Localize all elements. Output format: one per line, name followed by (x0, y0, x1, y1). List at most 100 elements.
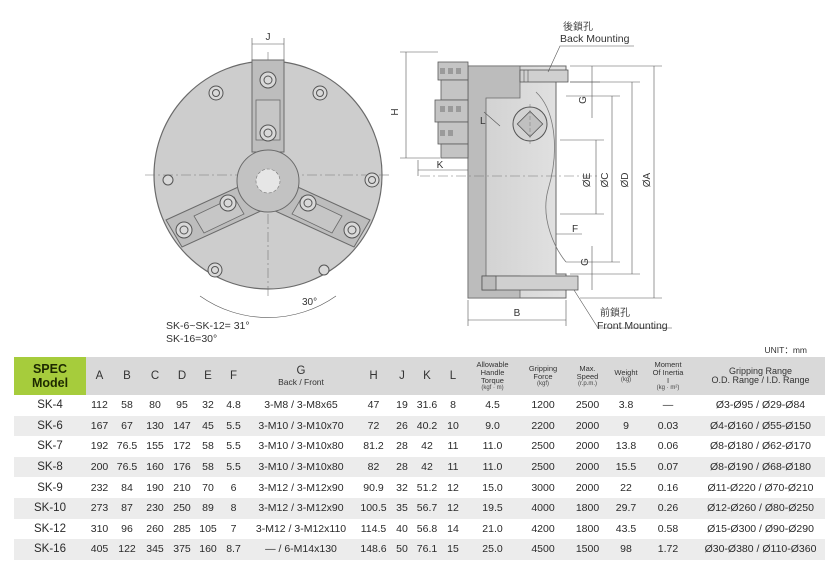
cell-g: 3-M12 / 3-M12x90 (246, 497, 356, 519)
cell-d: 210 (173, 481, 191, 494)
cell-g: 3-M10 / 3-M10x80 (246, 456, 356, 478)
cell-weight: 13.8 (615, 440, 637, 453)
cell-speed: 2000 (566, 415, 609, 437)
cell-range: Ø4-Ø160 / Ø55-Ø150 (693, 415, 825, 437)
cell-weight: 29.7 (609, 497, 643, 519)
cell-force: 2500 (520, 456, 566, 478)
cell-j: 32 (396, 481, 408, 494)
cell-j: 28 (391, 456, 413, 478)
cell-d: 95 (176, 399, 188, 412)
unit-label: UNIT：mm (764, 345, 808, 355)
cell-torque: 9.0 (465, 415, 520, 437)
cell-e: 89 (195, 497, 221, 519)
cell-k: 56.7 (413, 497, 441, 519)
front-mounting-label: Front Mounting (597, 320, 668, 332)
cell-h: 114.5 (360, 522, 387, 535)
dim-g-top: G (578, 96, 589, 104)
header-j: J (391, 357, 413, 395)
cell-f: 8 (221, 497, 246, 519)
cell-a: 232 (90, 481, 109, 494)
cell-range: Ø12-Ø260 / Ø80-Ø250 (693, 497, 825, 519)
cell-c: 345 (141, 539, 169, 560)
angle-note-2: SK-16=30° (166, 333, 218, 345)
cell-l: 11 (447, 440, 459, 453)
cell-force: 4500 (520, 539, 566, 560)
cell-k: 42 (421, 440, 433, 453)
table-row: SK-7 192 76.5 155 172 58 5.5 3-M10 / 3-M… (14, 436, 825, 457)
cell-h: 72 (356, 415, 391, 437)
cell-weight: 15.5 (609, 456, 643, 478)
table-row: SK-8 200 76.5 160 176 58 5.5 3-M10 / 3-M… (14, 456, 825, 478)
cell-b: 84 (121, 481, 133, 494)
cell-torque: 11.0 (482, 440, 503, 453)
cell-b: 67 (113, 415, 141, 437)
cell-k: 42 (413, 456, 441, 478)
header-b: B (113, 357, 141, 395)
cell-speed: 1800 (566, 497, 609, 519)
cell-a: 200 (86, 456, 113, 478)
dim-j: J (266, 32, 271, 43)
cell-inertia: 0.07 (643, 456, 693, 478)
cell-g: 3-M8 / 3-M8x65 (264, 399, 338, 412)
cell-weight: 22 (620, 481, 632, 494)
header-c: C (141, 357, 169, 395)
cell-j: 19 (396, 399, 408, 412)
cell-k: 51.2 (416, 481, 438, 494)
cell-inertia: 0.03 (643, 415, 693, 437)
table-row: SK-12 310 96 260 285 105 7 3-M12 / 3-M12… (14, 519, 825, 540)
cell-j: 50 (391, 539, 413, 560)
cell-c: 80 (149, 399, 161, 412)
cell-e: 45 (195, 415, 221, 437)
dim-f: F (572, 224, 578, 235)
cell-model: SK-8 (14, 456, 86, 478)
cell-e: 58 (202, 440, 214, 453)
dim-c: ØC (600, 173, 611, 188)
cell-c: 130 (141, 415, 169, 437)
cell-f: 5.5 (221, 456, 246, 478)
cell-a: 112 (91, 399, 108, 412)
cell-model: SK-10 (14, 497, 86, 519)
header-f: F (221, 357, 246, 395)
cell-model: SK-12 (34, 522, 66, 535)
cell-range: Ø11-Ø220 / Ø70-Ø210 (707, 481, 814, 494)
cell-model: SK-9 (37, 481, 63, 494)
cell-g: 3-M10 / 3-M10x80 (258, 440, 344, 453)
cell-weight: 43.5 (615, 522, 637, 535)
cell-b: 87 (113, 497, 141, 519)
cell-inertia: — (662, 399, 674, 412)
angle-note-1: SK-6~SK-12= 31° (166, 320, 250, 332)
cell-k: 40.2 (413, 415, 441, 437)
cell-range: Ø8-Ø190 / Ø68-Ø180 (693, 456, 825, 478)
cell-a: 310 (90, 522, 109, 535)
cell-h: 47 (367, 399, 380, 412)
cell-a: 405 (86, 539, 113, 560)
cell-f: 8.7 (221, 539, 246, 560)
dim-a: ØA (642, 172, 653, 187)
cell-b: 122 (113, 539, 141, 560)
cell-h: 148.6 (356, 539, 391, 560)
header-h: H (356, 357, 391, 395)
cell-speed: 2000 (566, 456, 609, 478)
cell-l: 10 (441, 415, 465, 437)
cell-inertia: 0.58 (657, 522, 679, 535)
cell-torque: 15.0 (482, 481, 503, 494)
cell-weight: 3.8 (618, 399, 634, 412)
cell-f: 5.5 (226, 440, 241, 453)
cell-j: 35 (391, 497, 413, 519)
cell-h: 90.9 (363, 481, 384, 494)
dim-e: ØE (582, 172, 593, 187)
cell-force: 2500 (531, 440, 555, 453)
cell-range: Ø30-Ø380 / Ø110-Ø360 (693, 539, 825, 560)
dim-h: H (390, 108, 401, 115)
cell-l: 11 (441, 456, 465, 478)
cell-range: Ø3-Ø95 / Ø29-Ø84 (715, 399, 806, 412)
cell-torque: 4.5 (485, 399, 500, 412)
cell-f: 6 (230, 481, 237, 494)
header-a: A (86, 357, 113, 395)
cell-model: SK-6 (14, 415, 86, 437)
